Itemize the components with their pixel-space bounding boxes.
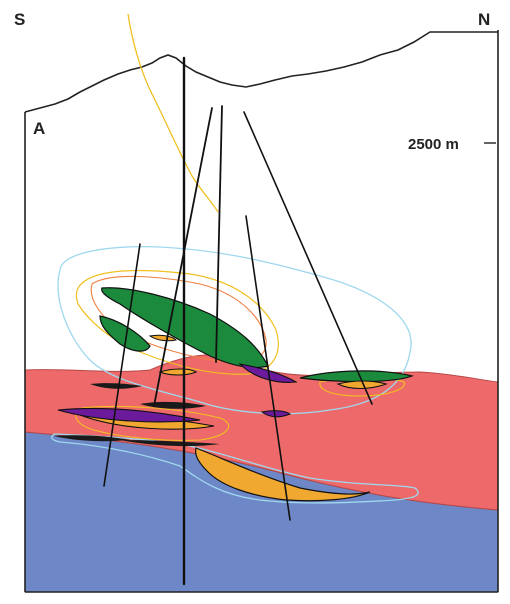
drillholes — [103, 56, 373, 586]
orange-lens-small-2 — [336, 380, 388, 390]
drillhole-3 — [243, 111, 373, 405]
yellow-envelope-lower — [75, 405, 230, 441]
black-lens-4 — [120, 440, 220, 447]
north-label: N — [478, 10, 490, 29]
drillhole-4 — [245, 215, 291, 521]
drillhole-1 — [153, 107, 213, 407]
orange-lens-small-1 — [158, 368, 198, 376]
purple-lens-small — [260, 410, 292, 418]
yellow-fault-trace — [127, 13, 219, 213]
green-lens-right — [299, 370, 415, 383]
panel-label: A — [33, 119, 45, 138]
topography-profile — [24, 31, 498, 113]
black-lens-2 — [90, 383, 142, 389]
middle-geologic-unit — [24, 354, 499, 511]
drillhole-2 — [215, 105, 223, 363]
light-blue-envelope-lower — [51, 433, 419, 504]
south-label: S — [14, 10, 25, 29]
orange-lens-lower-large — [195, 447, 371, 502]
elevation-label: 2500 m — [408, 136, 459, 153]
green-lens-small — [99, 315, 151, 352]
orange-lens-small-3 — [148, 334, 178, 342]
drillhole-5 — [103, 243, 141, 487]
purple-lens-main — [57, 407, 201, 423]
black-lens-1 — [140, 401, 206, 409]
